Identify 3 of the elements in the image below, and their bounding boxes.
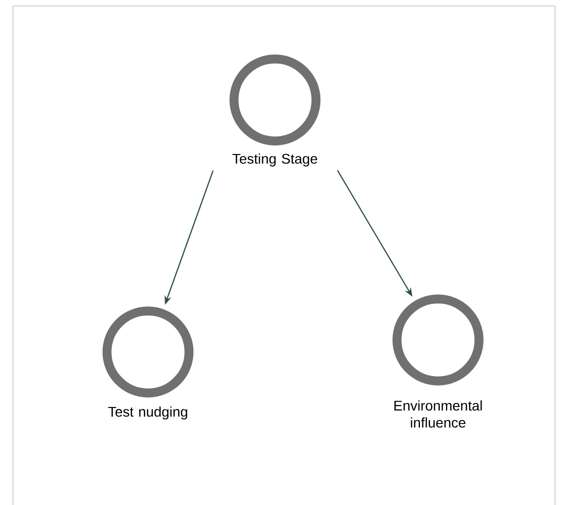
node-label: Environmental influence — [394, 400, 482, 428]
node-label: Test nudging — [108, 406, 188, 420]
node-label: Testing Stage — [232, 153, 318, 166]
